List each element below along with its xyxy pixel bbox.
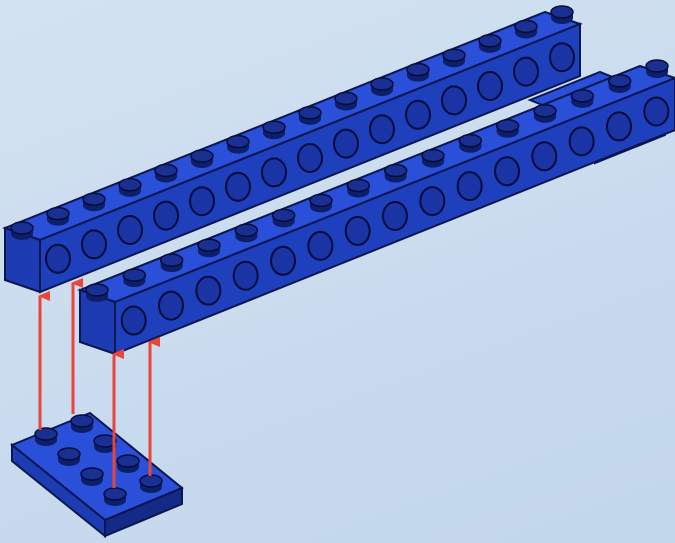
pin-hole — [46, 245, 70, 273]
stud — [227, 136, 249, 154]
pin-hole — [334, 130, 358, 158]
stud — [407, 64, 429, 82]
plate-stud — [140, 475, 162, 493]
stud — [198, 239, 220, 257]
pin-hole — [271, 247, 295, 275]
plate-stud — [35, 428, 57, 446]
stud — [646, 60, 668, 78]
pin-hole — [532, 142, 556, 170]
pin-hole — [159, 292, 183, 320]
pin-hole — [406, 101, 430, 129]
stud — [335, 92, 357, 110]
stud — [161, 254, 183, 272]
pin-hole — [298, 144, 322, 172]
plate-stud — [117, 455, 139, 473]
stud — [551, 6, 573, 24]
plate-stud — [71, 415, 93, 433]
pin-hole — [514, 58, 538, 86]
pin-hole — [118, 216, 142, 244]
pin-hole — [383, 202, 407, 230]
stud — [83, 193, 105, 211]
stud — [86, 284, 108, 302]
stud — [47, 208, 69, 226]
stud — [235, 224, 257, 242]
pin-hole — [122, 307, 146, 335]
stud — [119, 179, 141, 197]
stud — [422, 150, 444, 168]
pin-hole — [458, 172, 482, 200]
pin-hole — [196, 277, 220, 305]
pin-hole — [644, 97, 668, 125]
stud — [299, 107, 321, 125]
stud — [385, 165, 407, 183]
plate-stud — [104, 488, 126, 506]
stud — [310, 194, 332, 212]
pin-hole — [308, 232, 332, 260]
stud — [263, 121, 285, 139]
stud — [155, 164, 177, 182]
stud — [534, 105, 556, 123]
stud — [123, 269, 145, 287]
stud — [497, 120, 519, 138]
pin-hole — [262, 158, 286, 186]
plate-stud — [58, 448, 80, 466]
stud — [479, 35, 501, 53]
pin-hole — [570, 127, 594, 155]
pin-hole — [607, 112, 631, 140]
stud — [347, 179, 369, 197]
plate-stud — [81, 468, 103, 486]
pin-hole — [154, 202, 178, 230]
pin-hole — [226, 173, 250, 201]
2x4-plate — [12, 413, 182, 536]
pin-hole — [478, 72, 502, 100]
pin-hole — [82, 230, 106, 258]
pin-hole — [370, 115, 394, 143]
pin-hole — [550, 43, 574, 71]
pin-hole — [190, 187, 214, 215]
stud — [609, 75, 631, 93]
stud — [11, 222, 33, 240]
pin-hole — [346, 217, 370, 245]
pin-hole — [442, 86, 466, 114]
stud — [443, 49, 465, 67]
pin-hole — [495, 157, 519, 185]
stud — [515, 20, 537, 38]
stud — [571, 90, 593, 108]
stud — [459, 135, 481, 153]
pin-hole — [234, 262, 258, 290]
stud — [273, 209, 295, 227]
stud — [371, 78, 393, 96]
stud — [191, 150, 213, 168]
pin-hole — [420, 187, 444, 215]
